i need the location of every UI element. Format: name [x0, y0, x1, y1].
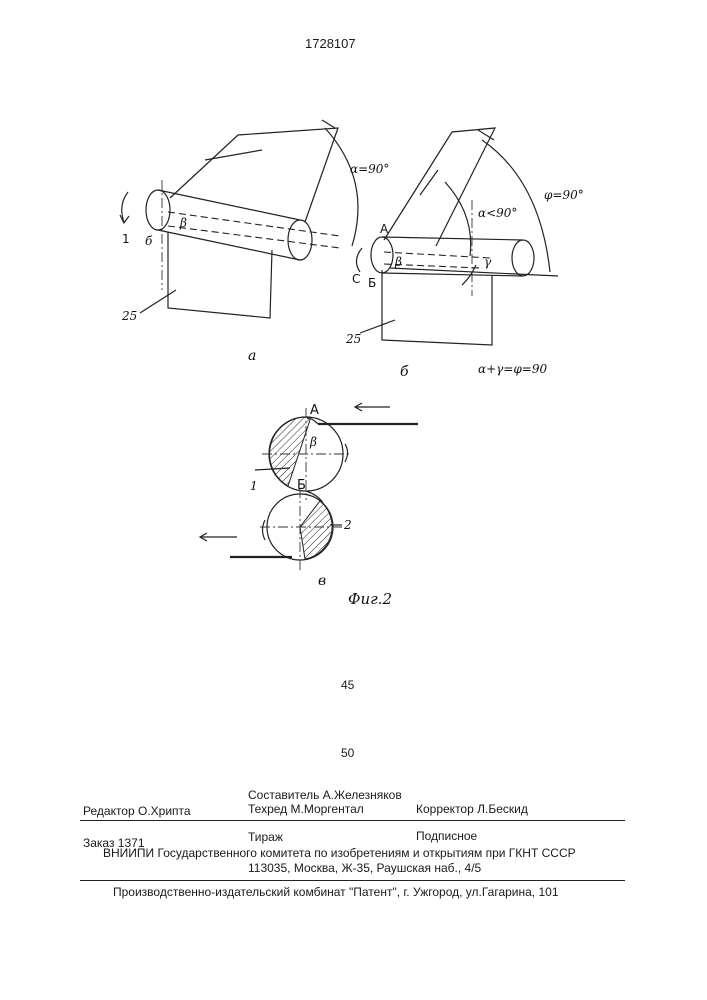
fig-b-roller-right-end [512, 240, 534, 276]
fig-a-drawing [120, 120, 358, 318]
imprint-address: 113035, Москва, Ж-35, Раушская наб., 4/5 [248, 861, 481, 875]
fig-v-drawing [200, 403, 418, 572]
fig-b-label-B: Б [368, 276, 376, 290]
fig-v-label-A: А [310, 403, 319, 418]
imprint-institute: ВНИИПИ Государственного комитета по изоб… [103, 846, 576, 860]
fig-b-label-C: С [352, 272, 360, 286]
figure-title: Фиг.2 [348, 590, 392, 608]
line-number-50: 50 [341, 746, 354, 760]
fig-a-sheet-bottom [168, 232, 272, 318]
imprint-rule-top [80, 820, 625, 821]
fig-b-angle-alpha: α<90° [478, 206, 517, 220]
fig-b-drawing [356, 128, 558, 345]
imprint-subscription: Подписное [416, 829, 477, 843]
fig-a-caption: а [248, 348, 256, 364]
imprint-compiler: Составитель А.Железняков [248, 788, 402, 802]
fig-v-label-beta: β [309, 435, 317, 449]
fig-v-label-1: 1 [250, 479, 258, 493]
fig-v-label-2: 2 [343, 518, 352, 532]
imprint-editor: Редактор О.Хрипта [83, 804, 191, 818]
fig-b-roller-left-end [371, 237, 393, 273]
fig-a-roller-right-end [288, 220, 312, 260]
fig-a-label-25: 25 [121, 309, 137, 323]
fig-b-label-A: А [380, 222, 389, 236]
fig-v-label-B: Б [297, 478, 306, 493]
line-number-45: 45 [341, 678, 354, 692]
fig-a-label-b: б [145, 234, 153, 248]
imprint-publisher: Производственно-издательский комбинат "П… [113, 885, 559, 899]
fig-v-caption: в [318, 573, 326, 589]
fig-a-label-beta: β [179, 216, 187, 230]
imprint-rule-bottom [80, 880, 625, 881]
fig-b-angle-phi: φ=90° [544, 188, 584, 202]
fig-b-sheet-bottom [382, 270, 492, 345]
fig-a-angle-alpha: α=90° [350, 162, 389, 176]
fig-b-formula: α+γ=φ=90 [478, 362, 547, 376]
fig-b-caption: б [400, 364, 409, 380]
fig-b-label-25: 25 [345, 332, 361, 346]
fig-b-label-beta: β [394, 255, 402, 269]
fig-a-label-1: 1 [122, 232, 130, 246]
imprint-techred: Техред М.Моргентал [248, 802, 364, 816]
imprint-corrector: Корректор Л.Бескид [416, 802, 528, 816]
fig-a-roller-left-end [146, 190, 170, 230]
fig-b-label-gamma: γ [484, 255, 492, 269]
imprint-circulation: Тираж [248, 830, 283, 844]
fig-a-sheet-top [170, 128, 338, 222]
fig-b-sheet-top [384, 128, 495, 246]
